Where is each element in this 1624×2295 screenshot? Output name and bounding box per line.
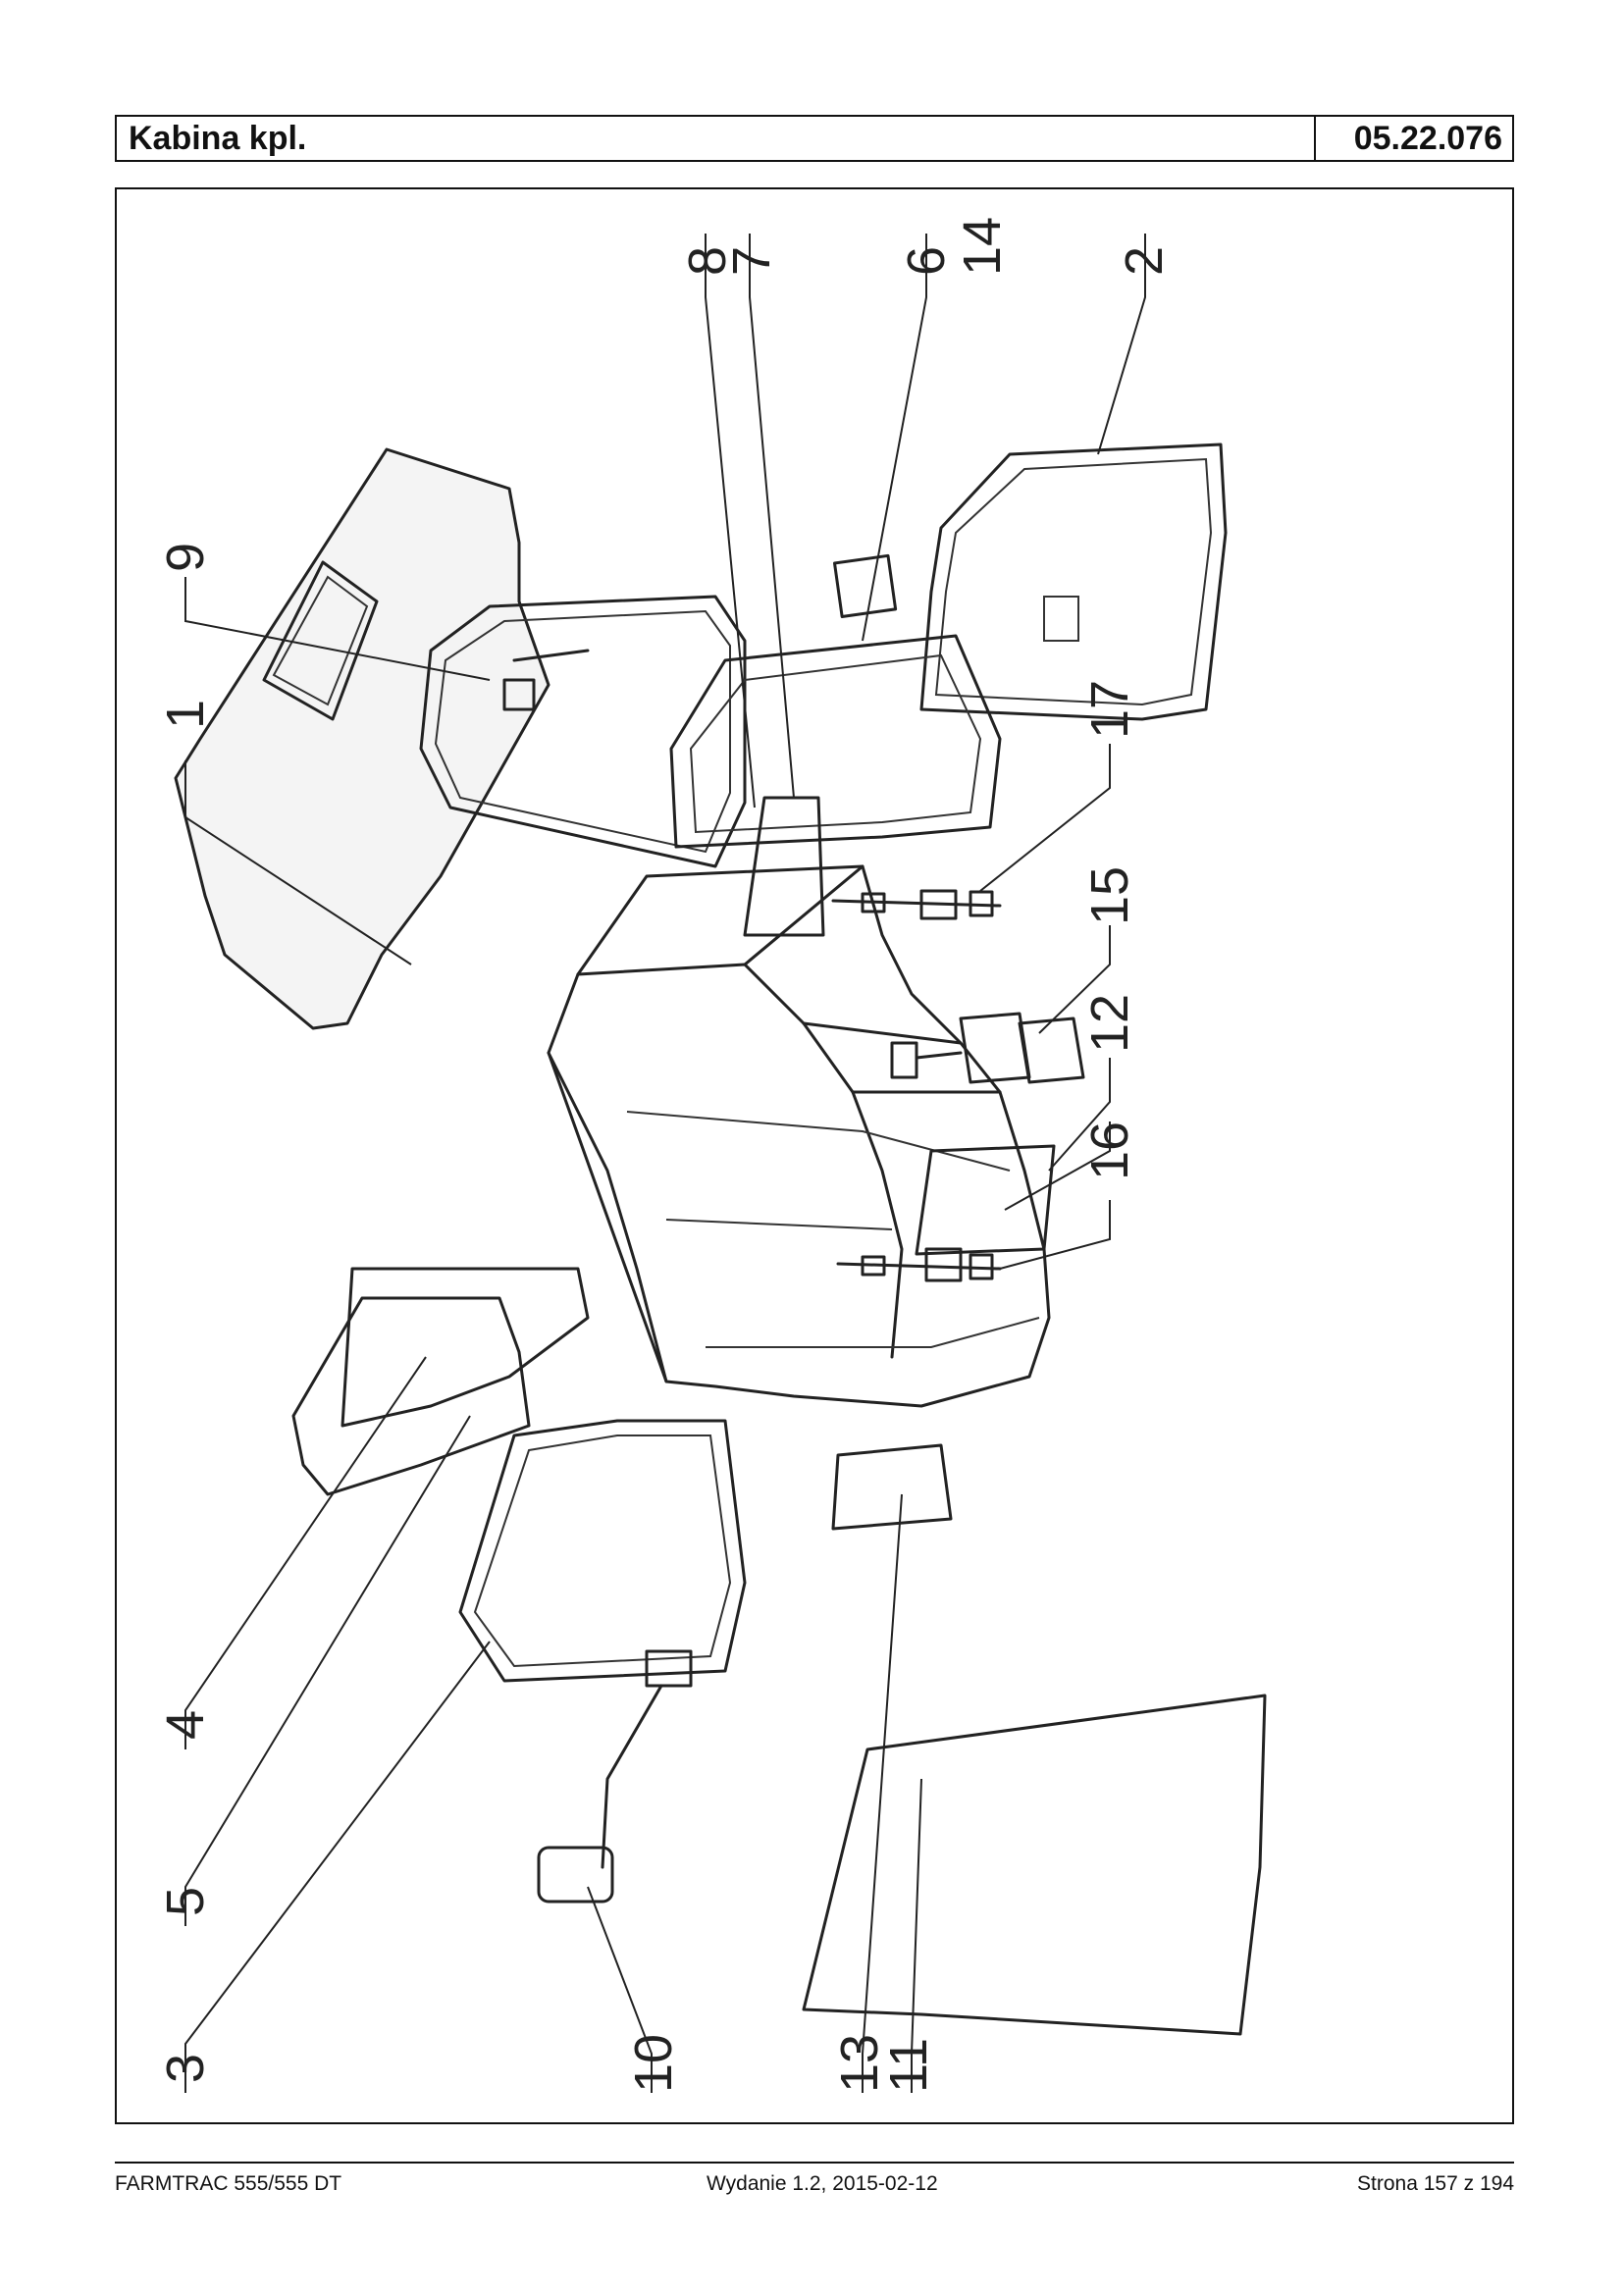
callout-2: 2 (1115, 246, 1174, 276)
callout-3: 3 (156, 2054, 215, 2083)
callout-5: 5 (156, 1887, 215, 1916)
callout-13: 13 (830, 2034, 889, 2093)
callout-10: 10 (624, 2034, 683, 2093)
footer-edition: Wydanie 1.2, 2015-02-12 (707, 2172, 938, 2195)
callout-14: 14 (953, 217, 1012, 276)
part-mirror (537, 1649, 693, 1904)
callout-8: 8 (678, 246, 737, 276)
callout-12: 12 (1080, 994, 1139, 1053)
part-glass-11 (802, 1694, 1267, 2036)
part-bolt-set-lower (836, 1247, 1002, 1282)
part-glass-13 (831, 1443, 953, 1531)
footer-model: FARMTRAC 555/555 DT (115, 2172, 342, 2195)
callout-9: 9 (156, 543, 215, 572)
part-glass-16 (915, 1144, 1056, 1256)
part-side-door (919, 443, 1228, 721)
footer-divider (115, 2162, 1514, 2164)
page-title: Kabina kpl. (117, 117, 1316, 160)
callout-11: 11 (879, 2038, 938, 2093)
document-footer: FARMTRAC 555/555 DT Wydanie 1.2, 2015-02… (115, 2172, 1514, 2200)
callout-15: 15 (1080, 866, 1139, 925)
part-rear-window (419, 595, 747, 868)
part-rear-door (458, 1419, 747, 1683)
callout-7: 7 (722, 246, 781, 276)
part-roof (174, 447, 550, 1030)
part-cabin-frame (547, 864, 1051, 1408)
part-bolt-set-upper (831, 889, 1002, 920)
part-code: 05.22.076 (1353, 120, 1502, 157)
leader-lines (184, 234, 1146, 2093)
callout-6: 6 (897, 246, 956, 276)
callout-16: 16 (1080, 1121, 1139, 1180)
part-glass-6 (669, 634, 1002, 849)
exploded-view-drawing: 1 2 3 4 5 6 7 8 9 10 11 12 13 14 15 16 1… (115, 187, 1514, 2124)
callout-1: 1 (156, 700, 215, 729)
part-strip (743, 796, 825, 937)
part-side-window (291, 1267, 590, 1496)
part-bracket (890, 1012, 1085, 1084)
document-header: Kabina kpl. 05.22.076 (115, 115, 1514, 162)
callout-4: 4 (156, 1710, 215, 1740)
callout-17: 17 (1080, 680, 1139, 739)
footer-page-number: Strona 157 z 194 (1357, 2172, 1514, 2195)
cabin-parts-diagram: 1 2 3 4 5 6 7 8 9 10 11 12 13 14 15 16 1… (156, 217, 1267, 2093)
callout-labels: 1 2 3 4 5 6 7 8 9 10 11 12 13 14 15 16 1… (156, 217, 1174, 2093)
part-label-plate (833, 553, 898, 618)
